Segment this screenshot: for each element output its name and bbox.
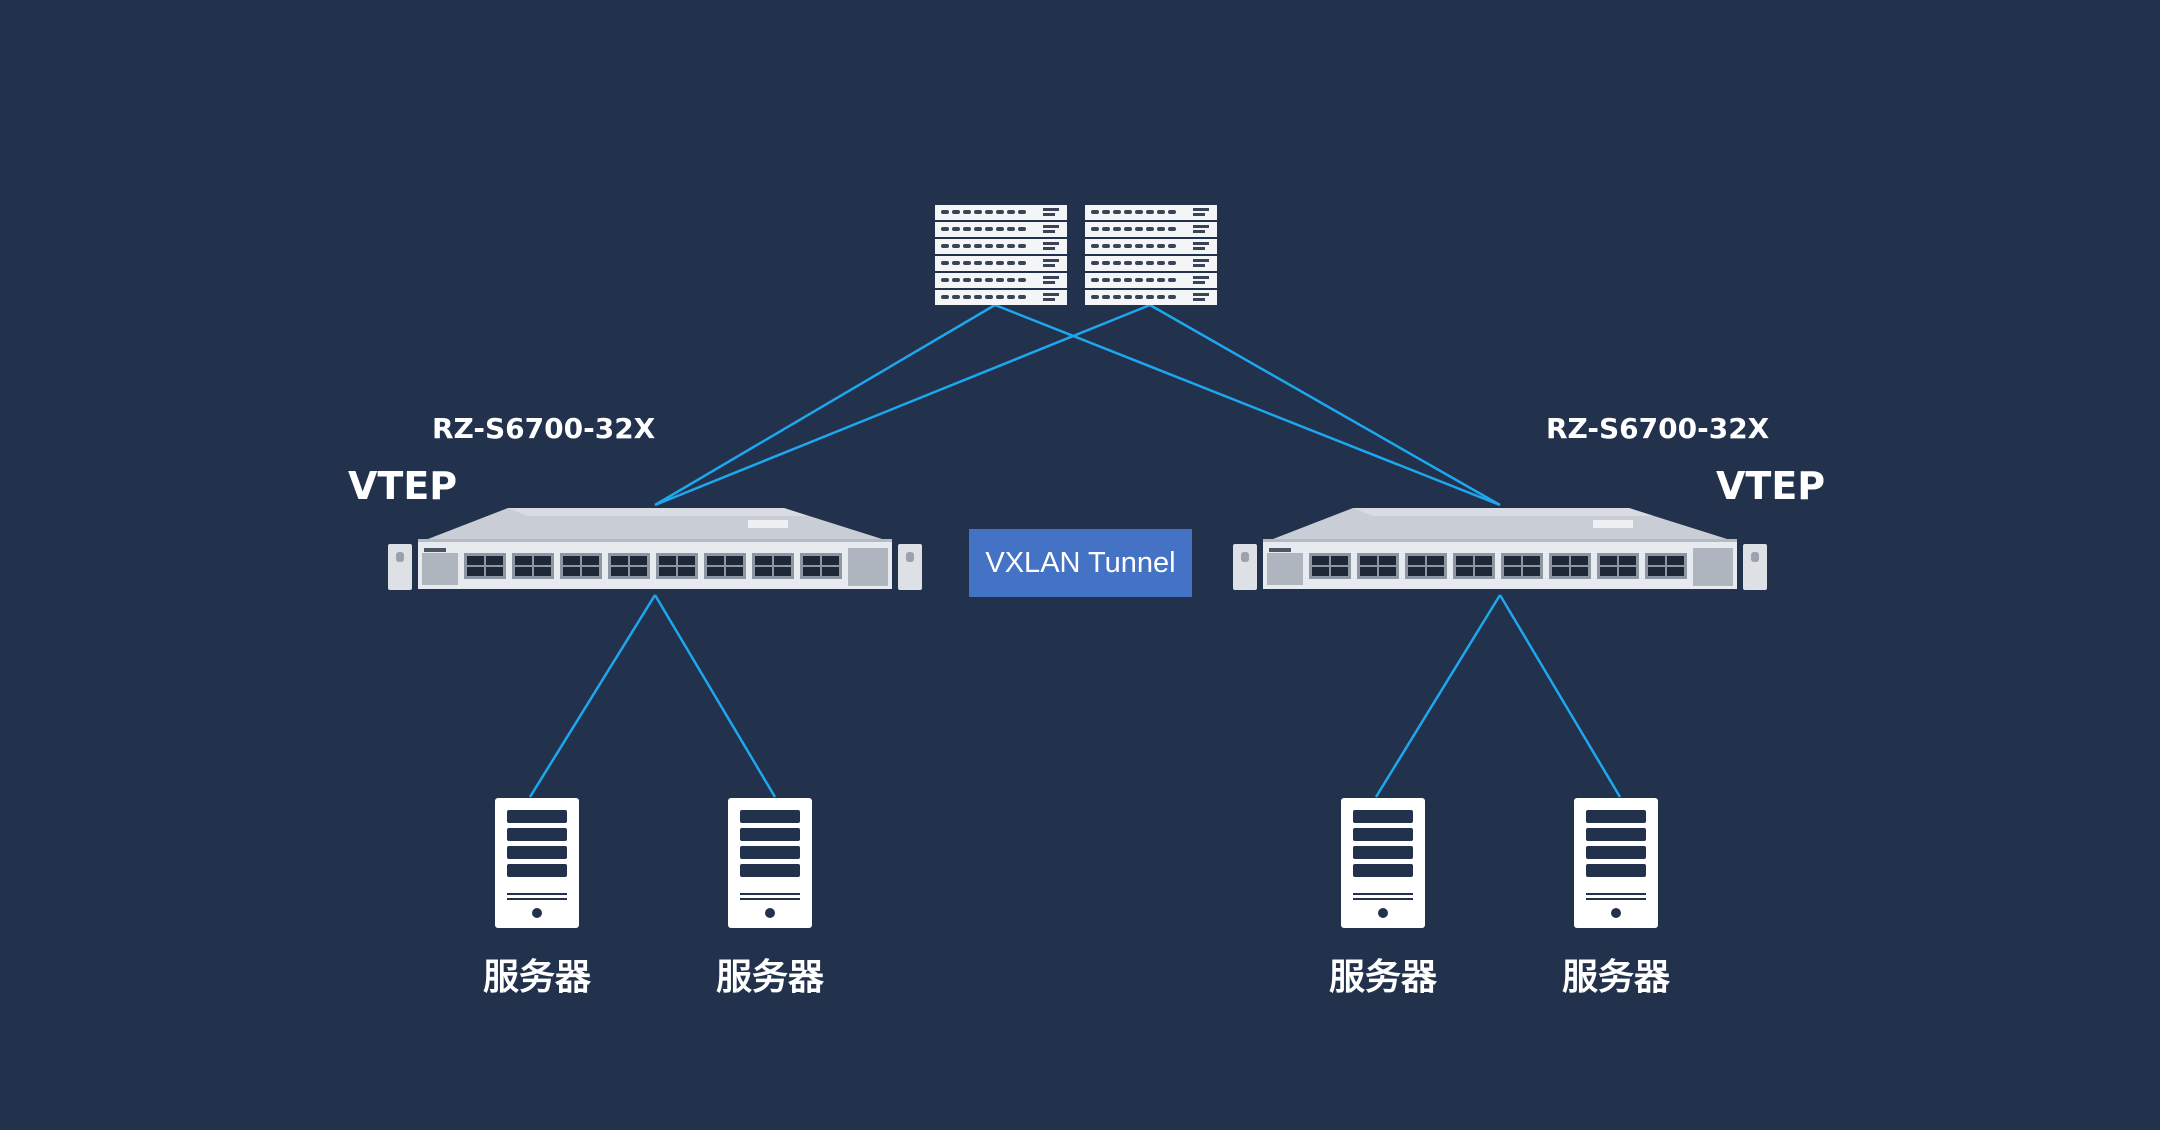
switch-left-icon: [388, 508, 922, 590]
server-4-icon: [1574, 798, 1658, 928]
link-switch-left-server-2: [653, 594, 777, 798]
link-switch-left-server-1: [528, 594, 657, 798]
link-switch-right-server-4: [1498, 594, 1622, 798]
switch-right-icon: [1233, 508, 1767, 590]
switch-left-role-label: VTEP: [348, 464, 458, 508]
link-spine2-switch-right: [1149, 303, 1501, 507]
spine-stack-left-icon: [935, 205, 1067, 305]
link-spine2-switch-left: [654, 303, 1151, 507]
server-1-label: 服务器: [482, 957, 591, 998]
spine-stack-right-icon: [1085, 205, 1217, 305]
link-spine1-switch-left: [654, 303, 996, 507]
server-2-label: 服务器: [715, 957, 824, 998]
links: [528, 303, 1622, 798]
server-4-label: 服务器: [1561, 957, 1670, 998]
link-switch-right-server-3: [1374, 594, 1502, 798]
server-3-icon: [1341, 798, 1425, 928]
server-3-label: 服务器: [1328, 957, 1437, 998]
server-1-icon: [495, 798, 579, 928]
switch-right-role-label: VTEP: [1716, 464, 1826, 508]
link-spine1-switch-right: [994, 303, 1501, 507]
server-2-icon: [728, 798, 812, 928]
vxlan-tunnel-label: VXLAN Tunnel: [969, 529, 1192, 597]
switch-left-model-label: RZ-S6700-32X: [432, 412, 656, 445]
switch-right-model-label: RZ-S6700-32X: [1546, 412, 1770, 445]
